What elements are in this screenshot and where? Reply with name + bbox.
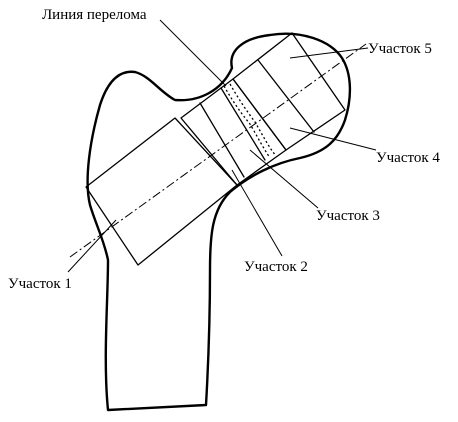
- implant-section-1-2: [85, 117, 238, 266]
- label-section-5: Участок 5: [368, 41, 432, 57]
- implant-axis: [69, 43, 367, 258]
- leader-section-4: [289, 127, 377, 151]
- label-section-1: Участок 1: [8, 276, 72, 292]
- section-divider-2-3: [199, 102, 245, 178]
- label-section-2: Участок 2: [244, 259, 308, 275]
- implant-section-3: [180, 78, 287, 186]
- femur-outline: [86, 32, 352, 412]
- leader-section-2: [231, 169, 283, 257]
- label-section-4: Участок 4: [376, 150, 440, 166]
- implant-section-4-5: [232, 32, 346, 151]
- section-divider-3-inner: [220, 87, 266, 161]
- leader-section-3: [249, 149, 319, 209]
- leader-fracture-line: [159, 19, 227, 87]
- label-section-3: Участок 3: [316, 208, 380, 224]
- fracture-line: [223, 85, 271, 159]
- label-fracture-line: Линия перелома: [42, 7, 147, 23]
- leader-section-5: [289, 47, 369, 59]
- leader-section-1: [67, 219, 117, 273]
- section-divider-4-5: [257, 59, 315, 133]
- fracture-line-secondary: [229, 83, 277, 157]
